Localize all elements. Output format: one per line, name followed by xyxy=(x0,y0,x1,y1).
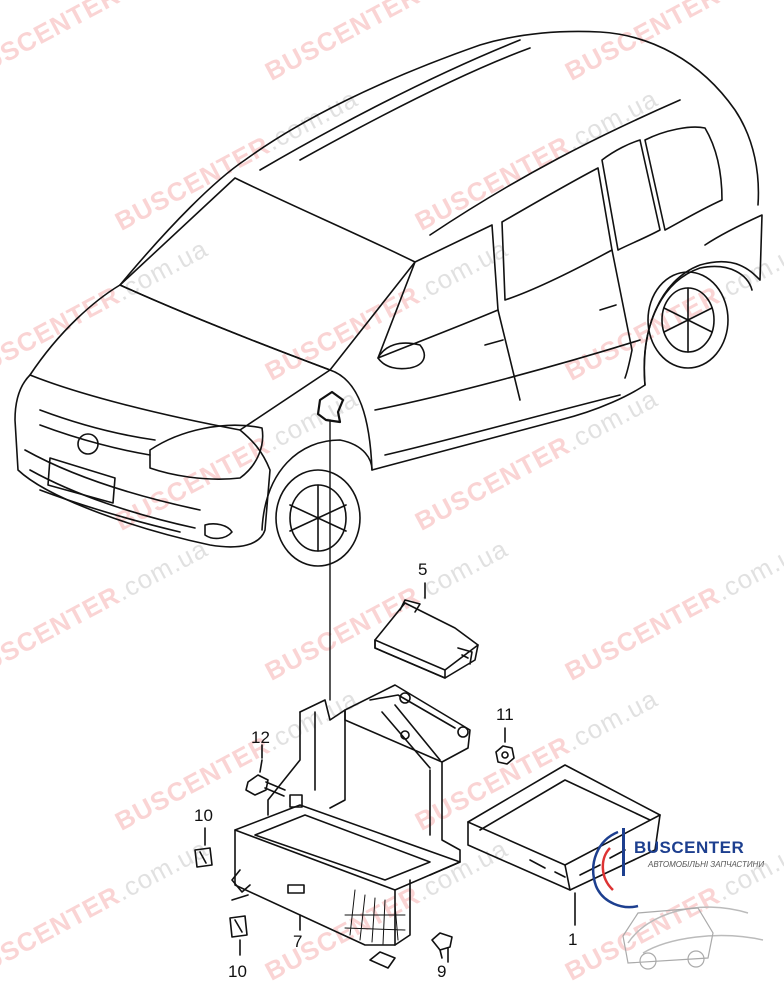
part-9-screw xyxy=(431,932,453,963)
car-rear-window xyxy=(644,126,723,231)
car-roof-rail xyxy=(259,39,531,171)
part-11-nut xyxy=(495,727,515,765)
part-10-clip-lower xyxy=(229,915,248,956)
location-marker xyxy=(316,390,345,424)
car-rear-wheel xyxy=(647,271,729,369)
car-windshield xyxy=(119,177,416,371)
car-hood xyxy=(29,284,331,431)
callout-5: 5 xyxy=(418,560,428,579)
car-rear-door-window xyxy=(501,167,613,301)
car-mirror xyxy=(377,342,426,370)
logo-graphic xyxy=(591,828,764,970)
part-12-bolt xyxy=(245,744,286,797)
car-front-spokes xyxy=(289,484,347,552)
car-front-wheel-arch xyxy=(261,439,373,531)
car-illustration xyxy=(14,30,763,567)
car-front-wheel xyxy=(275,469,361,567)
part-1-control-unit xyxy=(467,764,661,926)
car-sill-line xyxy=(384,394,621,456)
car-badge xyxy=(77,433,99,455)
callout-12: 12 xyxy=(251,728,270,747)
callout-11: 11 xyxy=(496,705,514,724)
part-7-bracket xyxy=(231,684,471,969)
car-body-crease xyxy=(374,339,641,411)
car-door-handle-front xyxy=(484,339,504,346)
car-headlight xyxy=(149,424,264,480)
car-lower-grille xyxy=(24,449,201,533)
part-5-sensor-module xyxy=(374,582,479,679)
car-door-handle-rear xyxy=(599,304,617,311)
car-plate xyxy=(47,457,116,504)
car-quarter-window xyxy=(601,139,661,251)
callout-10-lower: 10 xyxy=(228,962,247,981)
logo-brand-text: BUSCENTER xyxy=(634,838,745,857)
car-body-side xyxy=(329,214,763,471)
part-10-clip-upper xyxy=(194,827,213,868)
car-front-door-window xyxy=(377,224,499,359)
callout-7: 7 xyxy=(293,932,303,951)
car-door-line xyxy=(497,249,633,401)
car-foglight xyxy=(204,523,233,540)
buscenter-logo: BUSCENTER АВТОМОБІЛЬНІ ЗАПЧАСТИНИ xyxy=(588,818,784,1000)
car-rear-wheel-arch xyxy=(643,265,753,386)
callout-10-upper: 10 xyxy=(194,806,213,825)
callout-1: 1 xyxy=(568,930,578,949)
callout-9: 9 xyxy=(437,962,447,981)
car-rear-rail xyxy=(429,99,681,236)
logo-tagline: АВТОМОБІЛЬНІ ЗАПЧАСТИНИ xyxy=(648,860,765,869)
car-rear-spokes xyxy=(663,287,713,353)
car-roof-outline xyxy=(119,30,760,286)
car-front-face xyxy=(14,374,271,548)
